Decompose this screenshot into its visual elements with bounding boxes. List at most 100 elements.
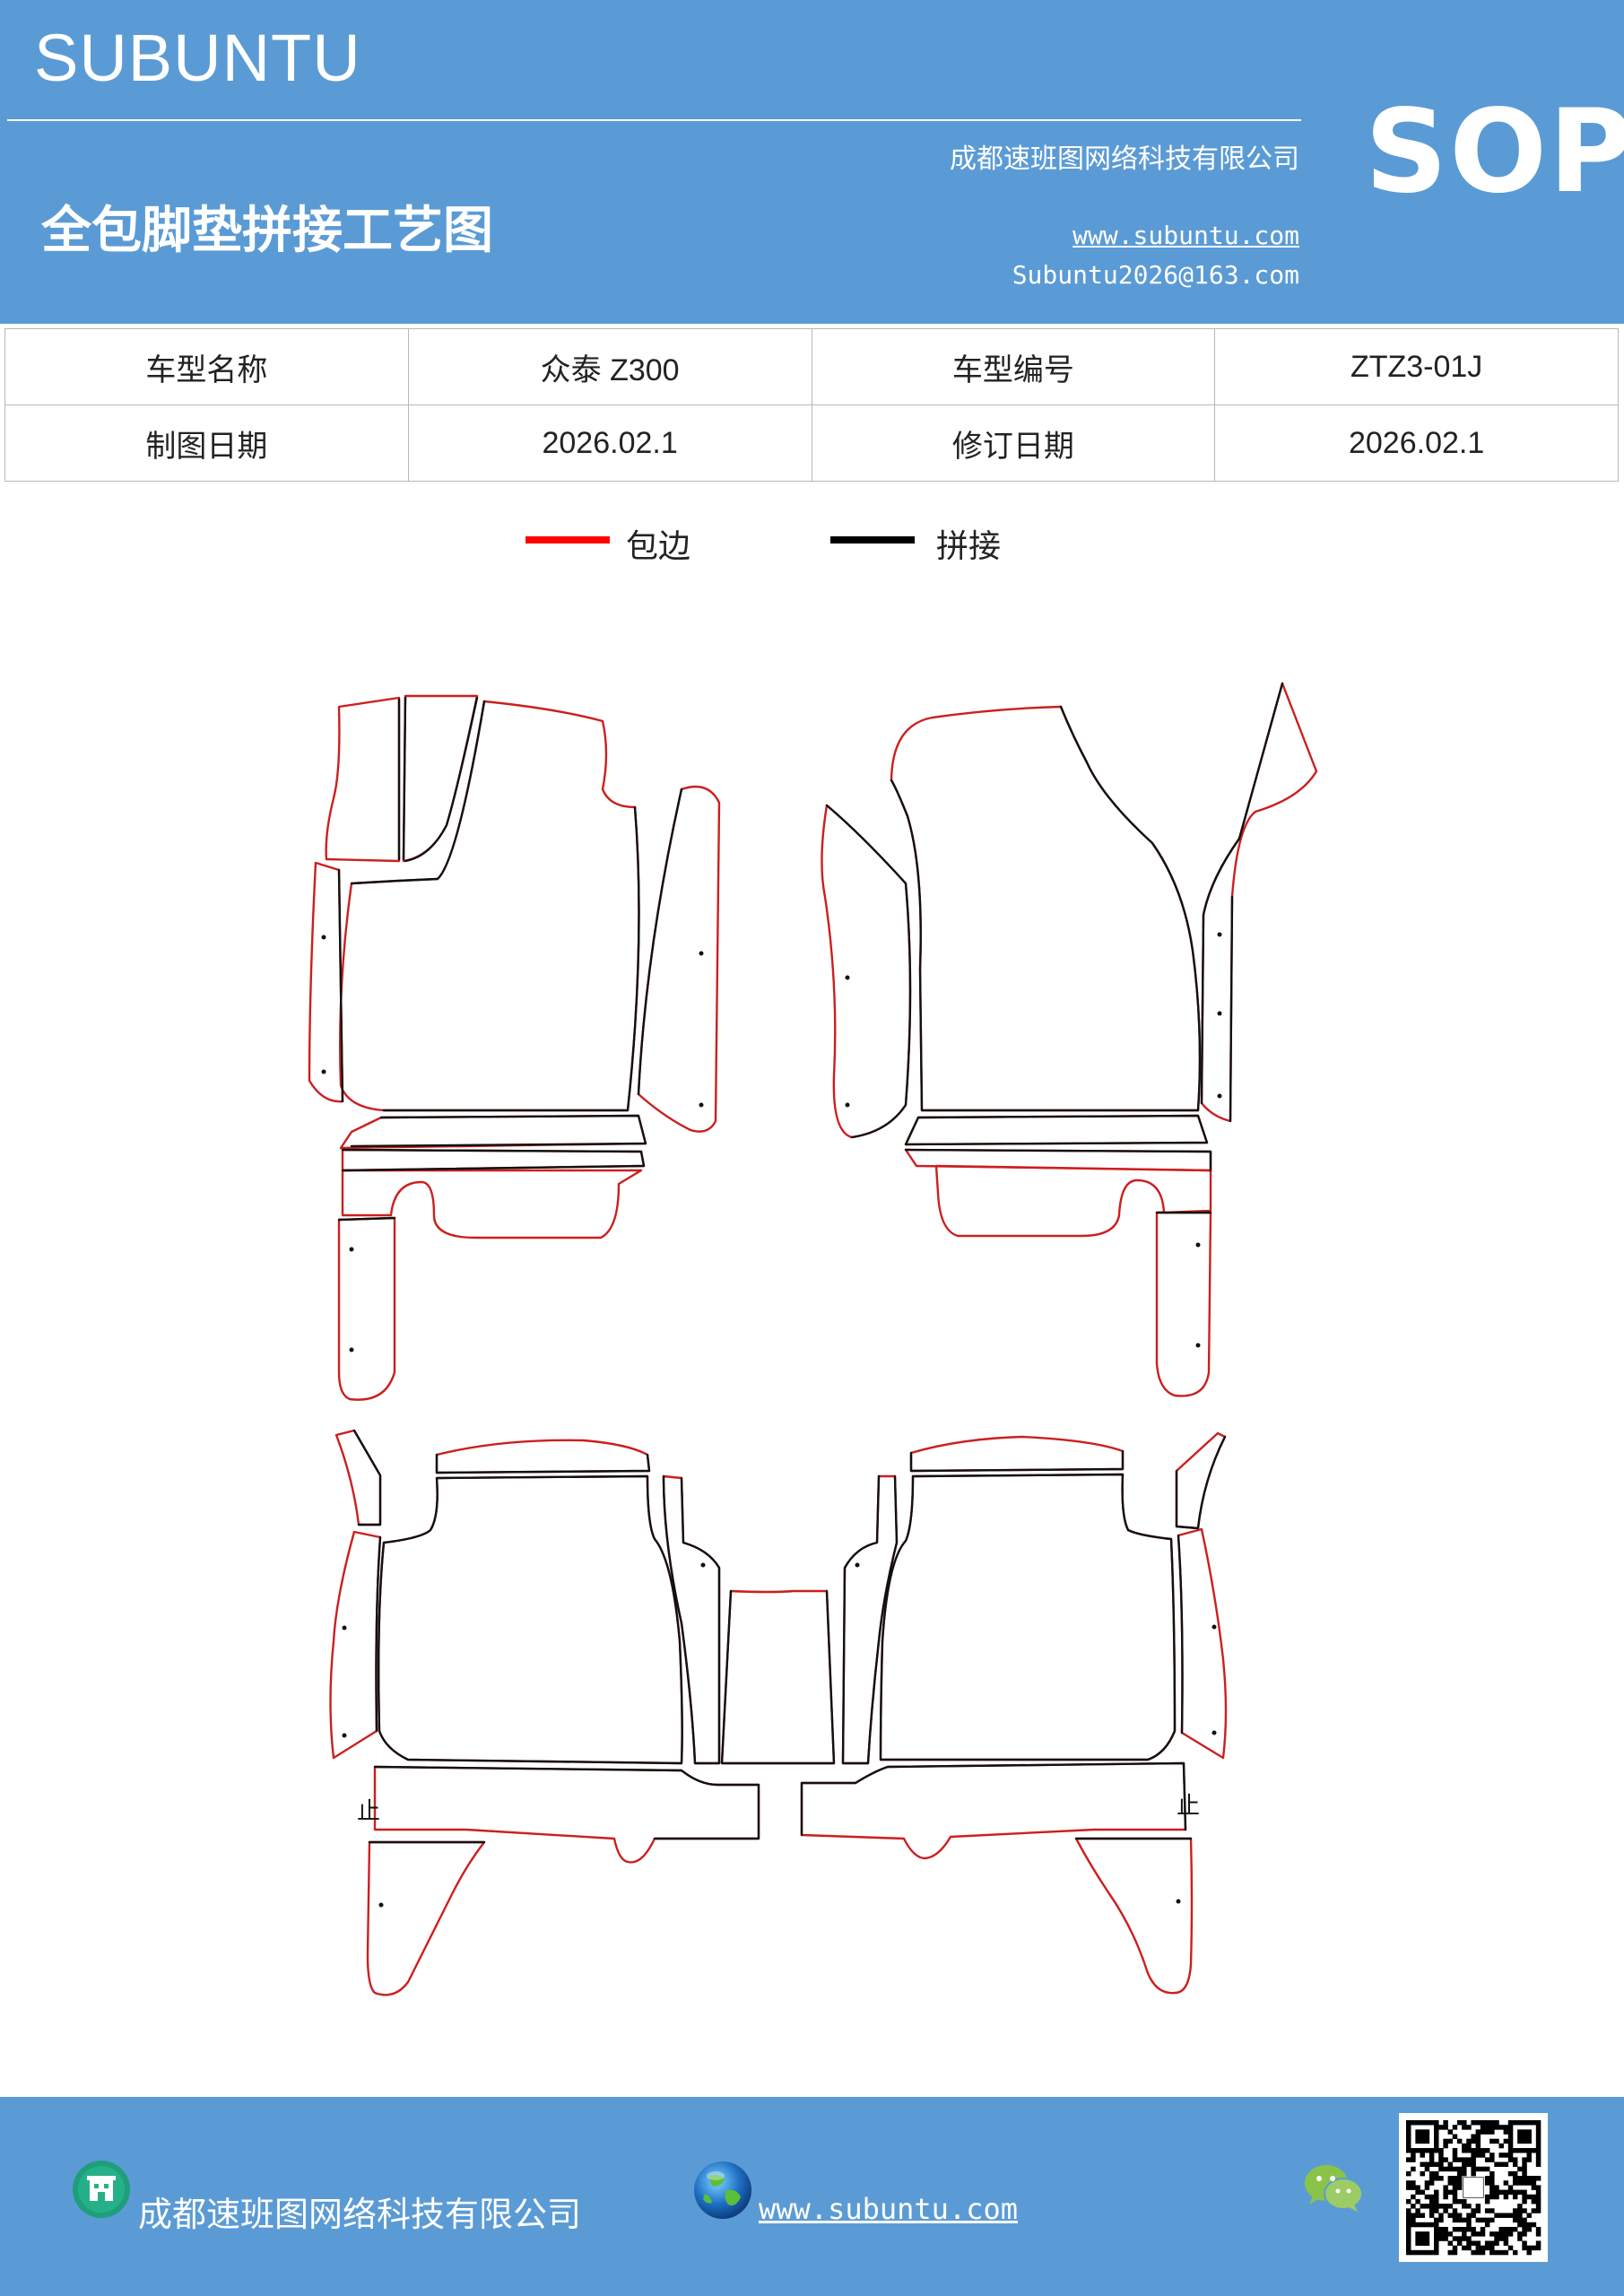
wechat-icon bbox=[1305, 2165, 1363, 2212]
snap-hole bbox=[699, 1102, 704, 1108]
seam-line bbox=[720, 1589, 836, 1765]
stop-mark: 止 bbox=[357, 1798, 380, 1825]
rear-right-bottom-bar bbox=[800, 1761, 1187, 1860]
seam-line bbox=[904, 1114, 1209, 1146]
legend: 包边 拼接 bbox=[0, 524, 1624, 569]
front-left-upper-strip bbox=[325, 696, 401, 863]
rear-center-tunnel-mat bbox=[720, 1589, 836, 1765]
snap-hole bbox=[845, 975, 850, 980]
seam-line bbox=[879, 1473, 1177, 1761]
snap-hole bbox=[699, 951, 704, 956]
stop-mark: 止 bbox=[1177, 1793, 1200, 1820]
header-divider bbox=[7, 119, 1301, 121]
front-left-bottom-strip bbox=[337, 1216, 396, 1401]
seam-line bbox=[404, 696, 479, 863]
front-right-side-strip bbox=[1200, 682, 1318, 1123]
seam-line bbox=[904, 1148, 1212, 1172]
table-cell-value: ZTZ3-01J bbox=[1214, 328, 1619, 405]
snap-hole bbox=[1195, 1343, 1201, 1348]
seam-line bbox=[909, 1449, 1125, 1473]
globe-icon bbox=[694, 2161, 751, 2219]
snap-hole bbox=[321, 935, 326, 940]
qr-code bbox=[1399, 2113, 1548, 2262]
table-cell-label: 制图日期 bbox=[4, 404, 409, 482]
front-left-main-mat bbox=[339, 700, 640, 1112]
seam-line bbox=[375, 1535, 382, 1733]
header-website-link[interactable]: www.subuntu.com bbox=[1073, 221, 1299, 250]
rear-right-mat-group: 止 bbox=[800, 1431, 1228, 1995]
snap-hole bbox=[1217, 1093, 1222, 1099]
brand-name: SUBUNTU bbox=[34, 21, 361, 95]
table-cell-value: 2026.02.1 bbox=[407, 404, 812, 482]
footer-company: 成都速班图网络科技有限公司 bbox=[138, 2195, 582, 2234]
table-cell-value: 2026.02.1 bbox=[1214, 404, 1619, 482]
front-right-bottom-strip bbox=[1155, 1211, 1212, 1397]
rear-left-outer-strip bbox=[329, 1530, 382, 1760]
snap-hole bbox=[700, 1562, 706, 1568]
rear-left-main-mat bbox=[377, 1474, 683, 1765]
snap-hole bbox=[1195, 1242, 1201, 1248]
snap-hole bbox=[1211, 1624, 1217, 1630]
table-cell-value: 众泰 Z300 bbox=[407, 328, 812, 405]
seam-line bbox=[402, 696, 407, 861]
snap-hole bbox=[378, 1902, 384, 1908]
seam-line bbox=[352, 1429, 382, 1526]
snap-hole bbox=[321, 1069, 326, 1074]
seam-lines bbox=[337, 682, 1284, 1844]
qr-code-pattern bbox=[1406, 2120, 1541, 2256]
sop-badge: SOP bbox=[1365, 85, 1624, 219]
seam-line bbox=[382, 805, 640, 1112]
seam-line bbox=[1229, 895, 1234, 1123]
snap-hole bbox=[342, 1625, 347, 1631]
legend-swatch-seam bbox=[830, 536, 915, 544]
seam-line bbox=[377, 1474, 683, 1765]
front-right-left-strip bbox=[821, 804, 912, 1139]
seam-line bbox=[662, 1474, 721, 1765]
header-company: 成都速班图网络科技有限公司 bbox=[950, 144, 1299, 175]
seam-line bbox=[1175, 1435, 1227, 1530]
rear-right-outer-strip bbox=[1177, 1527, 1228, 1760]
seam-line bbox=[373, 1765, 760, 1840]
seam-line bbox=[350, 700, 486, 885]
header-banner: SUBUNTU 全包脚垫拼接工艺图 成都速班图网络科技有限公司 www.subu… bbox=[0, 0, 1624, 324]
legend-label-seam: 拼接 bbox=[936, 528, 1002, 565]
seam-line bbox=[435, 1453, 651, 1474]
seam-line bbox=[350, 1114, 647, 1148]
footer-website-link[interactable]: www.subuntu.com bbox=[759, 2192, 1018, 2226]
front-right-footrest-bar bbox=[904, 1114, 1209, 1146]
rear-right-top-bar bbox=[909, 1435, 1125, 1473]
rear-left-mat-group: 止 bbox=[329, 1429, 760, 1996]
snap-hole bbox=[1211, 1730, 1217, 1735]
table-row: 制图日期 2026.02.1 修订日期 2026.02.1 bbox=[4, 404, 1619, 482]
rear-left-corner-strip bbox=[334, 1429, 382, 1526]
snap-hole bbox=[1217, 1011, 1222, 1016]
table-row: 车型名称 众泰 Z300 车型编号 ZTZ3-01J bbox=[4, 328, 1619, 405]
seam-line bbox=[341, 1148, 646, 1172]
table-cell-label: 修订日期 bbox=[811, 404, 1216, 482]
table-cell-label: 车型名称 bbox=[4, 328, 409, 405]
rear-right-main-mat bbox=[879, 1473, 1177, 1761]
header-email: Subuntu2026@163.com bbox=[1012, 260, 1299, 290]
snap-hole bbox=[349, 1347, 354, 1352]
snap-hole bbox=[1176, 1899, 1181, 1904]
snap-hole bbox=[845, 1102, 850, 1108]
snap-hole bbox=[342, 1733, 347, 1738]
rear-right-lower-flap bbox=[1074, 1837, 1194, 1995]
building-icon bbox=[73, 2161, 130, 2218]
snap-hole bbox=[349, 1247, 354, 1252]
seam-line bbox=[890, 705, 1202, 1112]
legend-label-edge: 包边 bbox=[626, 528, 691, 565]
page-title: 全包脚垫拼接工艺图 bbox=[41, 202, 493, 260]
seam-line bbox=[825, 804, 912, 1139]
snap-hole bbox=[1217, 932, 1222, 937]
rear-right-tunnel-strip bbox=[841, 1474, 899, 1765]
seam-line bbox=[1200, 682, 1284, 1105]
front-right-heel-pad bbox=[934, 1164, 1212, 1238]
table-cell-label: 车型编号 bbox=[811, 328, 1216, 405]
front-left-mat-group bbox=[308, 694, 721, 1401]
rear-left-top-bar bbox=[435, 1439, 651, 1474]
snap-hole bbox=[855, 1562, 860, 1568]
seam-line bbox=[800, 1761, 1187, 1837]
front-left-side-strip bbox=[308, 861, 344, 1103]
